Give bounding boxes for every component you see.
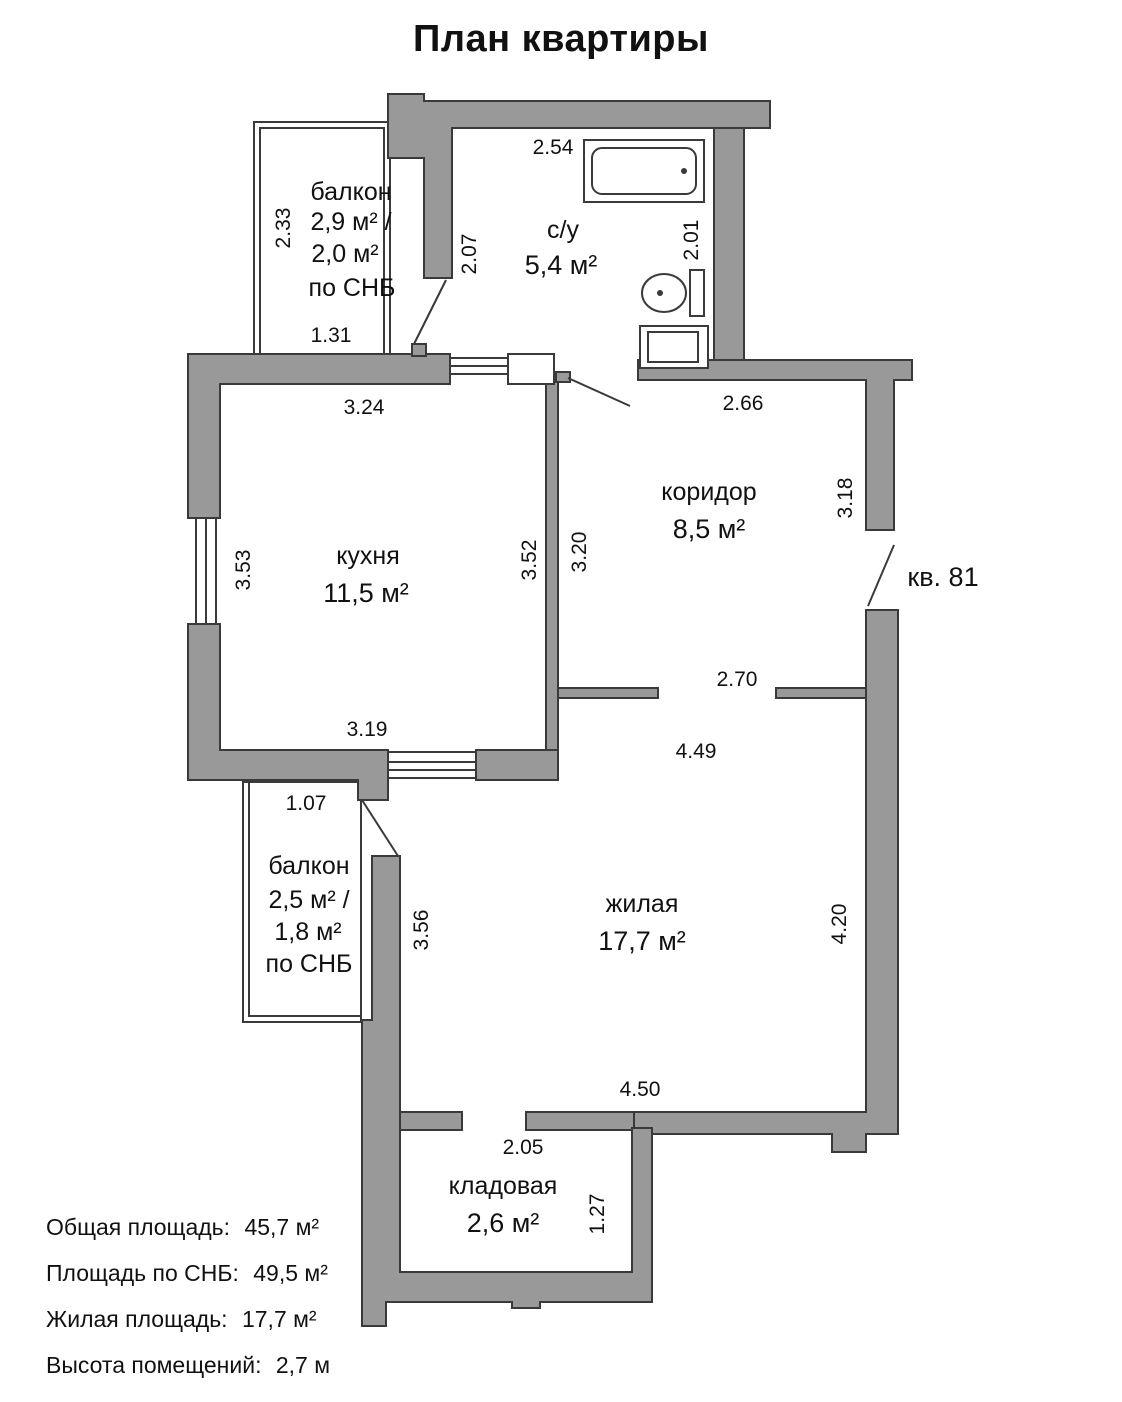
- dim-kitchen-left: 3.53: [232, 550, 255, 591]
- kitchen-top-window: [449, 357, 509, 375]
- dim-bath-top: 2.54: [533, 136, 574, 159]
- room-balcony-top: балкон 2,9 м² / 2,0 м² по СНБ: [309, 178, 396, 302]
- stat-value: 17,7 м²: [241, 1306, 317, 1332]
- stat-value: 49,5 м²: [253, 1260, 328, 1286]
- room-area: 2,6 м²: [467, 1208, 540, 1238]
- dim-balcony-bottom-top: 1.07: [286, 792, 327, 815]
- sink-icon: [639, 325, 709, 369]
- stat-label: Высота помещений:: [46, 1352, 262, 1378]
- dim-living-left: 3.56: [410, 910, 433, 951]
- doors: [361, 279, 895, 857]
- plan-title: План квартиры: [413, 18, 709, 60]
- dim-corridor-left: 3.20: [568, 532, 591, 573]
- room-name: кладовая: [449, 1172, 558, 1200]
- apartment-number-label: кв. 81: [907, 562, 978, 592]
- room-area: 11,5 м²: [323, 578, 409, 608]
- stat-ceiling-height: Высота помещений: 2,7 м: [46, 1342, 330, 1388]
- kitchen-bottom-window: [387, 751, 477, 779]
- room-area-snb: 2,0 м²: [311, 240, 378, 268]
- dim-corridor-right: 3.18: [834, 478, 857, 519]
- dim-corridor-top: 2.66: [723, 392, 764, 415]
- room-name: балкон: [310, 178, 391, 206]
- stat-label: Площадь по СНБ:: [46, 1260, 239, 1286]
- room-area: 5,4 м²: [525, 250, 598, 280]
- room-area: 8,5 м²: [673, 514, 746, 544]
- room-area: 2,5 м² /: [268, 886, 349, 914]
- dim-balcony-top-side: 2.33: [272, 208, 295, 249]
- dim-storage-top: 2.05: [503, 1136, 544, 1159]
- balcony-bottom-outline: [242, 781, 362, 1023]
- stat-value: 45,7 м²: [244, 1214, 320, 1240]
- bathtub-icon: [583, 139, 705, 203]
- room-area: 17,7 м²: [598, 926, 686, 956]
- stat-total-area: Общая площадь: 45,7 м²: [46, 1204, 330, 1250]
- stat-living-area: Жилая площадь: 17,7 м²: [46, 1296, 330, 1342]
- room-balcony-bottom: балкон 2,5 м² / 1,8 м² по СНБ: [266, 852, 353, 978]
- dim-corridor-bottom: 2.70: [717, 668, 758, 691]
- kitchen-left-window: [195, 517, 217, 625]
- dim-bath-side: 2.01: [680, 220, 703, 261]
- room-kitchen: кухня 11,5 м²: [323, 542, 409, 608]
- room-bathroom: с/у 5,4 м²: [525, 216, 598, 280]
- dim-storage-side: 1.27: [586, 1194, 609, 1235]
- room-note: по СНБ: [266, 950, 353, 978]
- stat-label: Жилая площадь:: [46, 1306, 228, 1332]
- room-name: с/у: [547, 216, 579, 244]
- toilet-icon: [641, 269, 705, 317]
- dim-kitchen-right: 3.52: [518, 540, 541, 581]
- dim-balcony-top-bottom: 1.31: [311, 324, 352, 347]
- stat-label: Общая площадь:: [46, 1214, 231, 1240]
- room-corridor: коридор 8,5 м²: [661, 478, 756, 544]
- dimension-labels: 2.54 1.31 3.24 2.66 2.70 3.19 4.49 1.07 …: [232, 136, 857, 1234]
- stat-value: 2,7 м: [275, 1352, 331, 1378]
- dim-kitchen-bottom: 3.19: [347, 718, 388, 741]
- door-jamb: [555, 371, 571, 383]
- room-living: жилая 17,7 м²: [598, 890, 686, 956]
- dim-kitchen-top: 3.24: [344, 396, 385, 419]
- walls: [187, 93, 913, 1327]
- dim-bath-wall: 2.07: [458, 234, 481, 275]
- area-summary: Общая площадь: 45,7 м² Площадь по СНБ: 4…: [46, 1204, 330, 1388]
- stat-snb-area: Площадь по СНБ: 49,5 м²: [46, 1250, 330, 1296]
- vent-block: [507, 353, 555, 385]
- dim-living-top: 4.49: [676, 740, 717, 763]
- room-name: коридор: [661, 478, 756, 506]
- room-storage: кладовая 2,6 м²: [449, 1172, 558, 1238]
- room-note: по СНБ: [309, 274, 396, 302]
- dim-living-right: 4.20: [828, 904, 851, 945]
- room-area-snb: 1,8 м²: [274, 918, 341, 946]
- room-area: 2,9 м² /: [310, 208, 391, 236]
- room-name: кухня: [336, 542, 400, 570]
- room-name: жилая: [606, 890, 679, 918]
- dim-living-bottom: 4.50: [620, 1078, 661, 1101]
- room-name: балкон: [268, 852, 349, 880]
